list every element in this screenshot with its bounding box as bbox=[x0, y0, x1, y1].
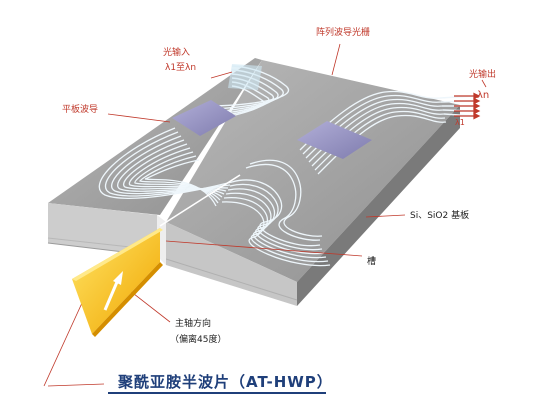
substrate-label: Si、SiO2 基板 bbox=[410, 211, 470, 221]
title-underline bbox=[108, 392, 326, 394]
leader-slab bbox=[107, 113, 171, 123]
principal-axis-offset-label: （偏离45度） bbox=[170, 335, 227, 345]
principal-axis-arrow bbox=[103, 281, 119, 311]
chip-front-right bbox=[166, 222, 297, 306]
leader-light-out bbox=[481, 79, 487, 88]
light-output-label: 光输出 bbox=[469, 70, 497, 80]
principal-axis-arrowhead bbox=[113, 271, 123, 285]
leader-substrate bbox=[365, 214, 406, 218]
chip-top-right-surface bbox=[166, 60, 460, 282]
light-input-label: 光输入 bbox=[163, 48, 191, 58]
leader-groove bbox=[165, 240, 363, 257]
diagram-title: 聚酰亚胺半波片（AT-HWP） bbox=[118, 373, 333, 391]
slab-waveguide-right bbox=[297, 121, 372, 159]
half-wave-plate bbox=[72, 228, 163, 337]
principal-axis-label: 主轴方向 bbox=[175, 319, 212, 329]
lambda-1-label: λ1 bbox=[455, 118, 465, 127]
leader-awg bbox=[331, 43, 341, 76]
chip-body bbox=[47, 58, 460, 306]
output-arrows bbox=[454, 92, 481, 120]
array-waveguides-left bbox=[98, 127, 233, 207]
chip-front-left bbox=[48, 203, 157, 256]
chip-side-right bbox=[297, 105, 460, 306]
groove-label: 槽 bbox=[367, 257, 377, 267]
lambda-n-label: λn bbox=[477, 90, 490, 101]
slab-waveguide-left bbox=[172, 100, 236, 136]
wave-plate-top bbox=[72, 228, 163, 281]
slab-waveguide-label: 平板波导 bbox=[62, 105, 99, 115]
array-waveguides-right bbox=[221, 159, 331, 267]
light-input-wavelength-label: λ1至λn bbox=[165, 63, 197, 73]
leader-light-in bbox=[210, 71, 233, 79]
input-fiber-stub bbox=[228, 64, 262, 90]
awg-label: 阵列波导光栅 bbox=[316, 28, 371, 38]
leader-title bbox=[47, 383, 105, 387]
groove-highlight-line bbox=[159, 174, 241, 227]
chip-front-base-line-right bbox=[165, 258, 298, 301]
wave-plate-edge bbox=[92, 262, 163, 337]
